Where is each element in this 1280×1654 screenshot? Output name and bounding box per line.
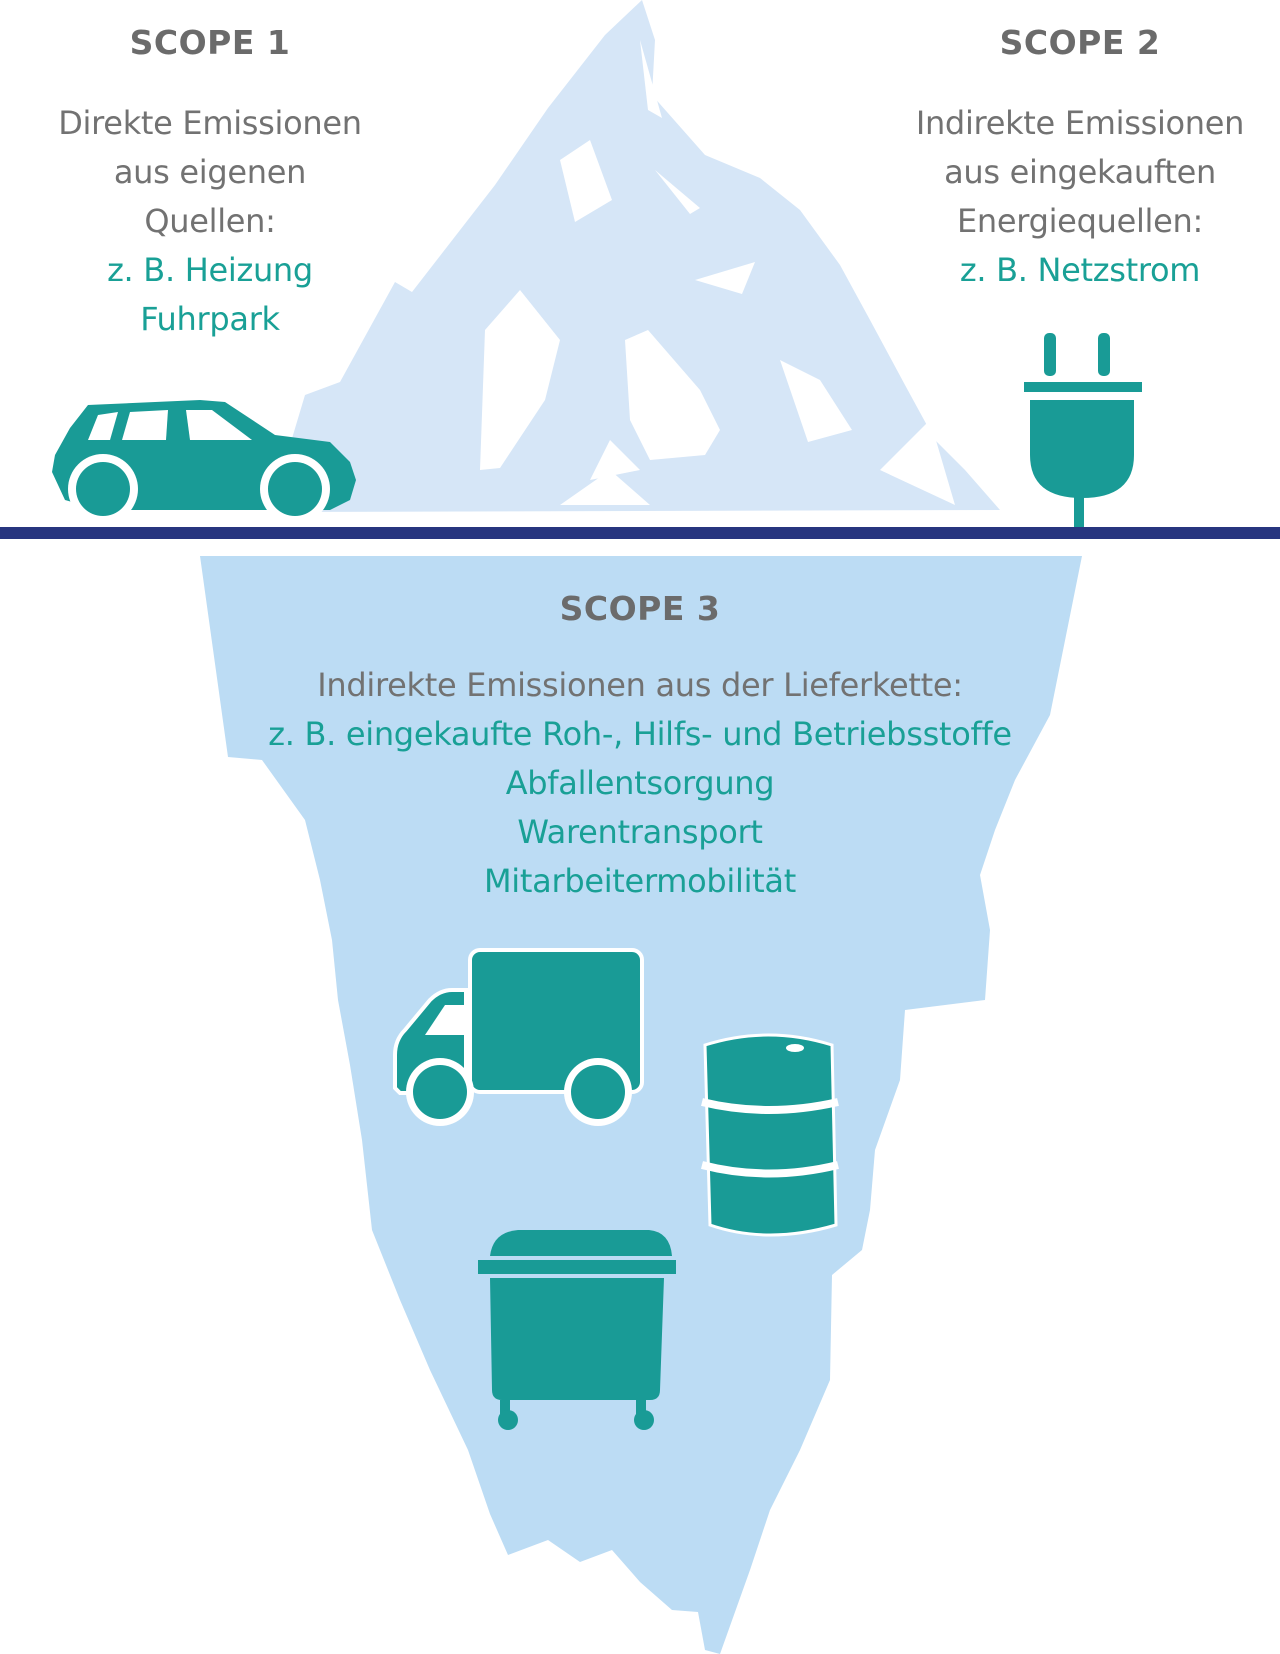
scope3-example: Mitarbeitermobilität: [484, 862, 796, 900]
waterline: [0, 527, 1280, 539]
scope3-example: Abfallentsorgung: [505, 764, 775, 802]
plug-icon: [1024, 333, 1142, 527]
scope3-block: SCOPE 3 Indirekte Emissionen aus der Lie…: [240, 584, 1040, 906]
waste-container-icon: [478, 1230, 676, 1430]
barrel-icon: [701, 1033, 839, 1237]
scope1-title: SCOPE 1: [129, 23, 291, 62]
scope2-description-line: Indirekte Emissionen: [915, 104, 1245, 142]
car-icon: [52, 400, 356, 524]
scope3-example: Warentransport: [517, 813, 763, 851]
truck-icon: [393, 948, 644, 1126]
scope1-description-line: Quellen:: [144, 202, 276, 240]
scope2-title: SCOPE 2: [999, 23, 1161, 62]
scope1-example: Fuhrpark: [140, 300, 280, 338]
scope3-example: z. B. eingekaufte Roh-, Hilfs- und Betri…: [268, 715, 1012, 753]
scope2-description-line: aus eingekauften: [944, 153, 1216, 191]
scope3-title: SCOPE 3: [559, 589, 721, 628]
scope2-block: SCOPE 2 Indirekte Emissionen aus eingeka…: [900, 18, 1260, 295]
scope1-description-line: Direkte Emissionen: [58, 104, 362, 142]
scope1-block: SCOPE 1 Direkte Emissionen aus eigenen Q…: [40, 18, 380, 344]
scope1-example: z. B. Heizung: [107, 251, 313, 289]
iceberg-top: [270, 0, 1000, 512]
scope3-description-line: Indirekte Emissionen aus der Lieferkette…: [317, 666, 963, 704]
iceberg-bottom: [200, 556, 1082, 1654]
scope1-description-line: aus eigenen: [113, 153, 307, 191]
scope2-description-line: Energiequellen:: [957, 202, 1203, 240]
scope2-example: z. B. Netzstrom: [959, 251, 1201, 289]
